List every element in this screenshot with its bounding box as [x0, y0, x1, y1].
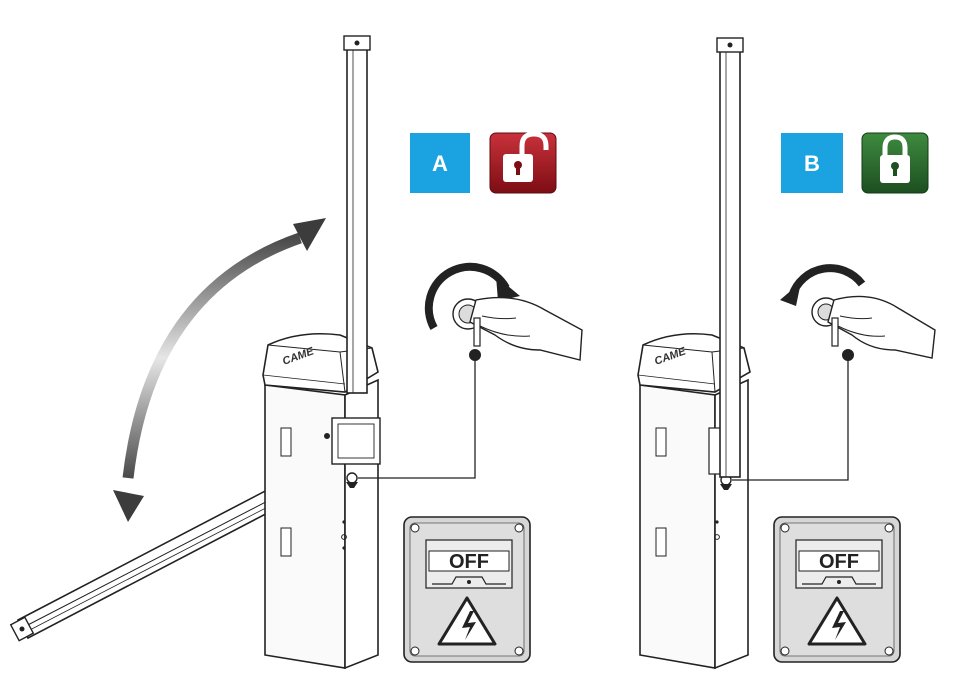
panel-b: CAME	[637, 37, 936, 670]
electrical-hazard-icon	[807, 596, 867, 646]
panel-a: CAME	[9, 35, 583, 670]
key-turn-detail	[780, 264, 936, 359]
release-lock	[346, 472, 358, 488]
barrier-cabinet: CAME	[262, 332, 381, 670]
label-badge-b: B	[781, 133, 843, 193]
label-badge-bg	[410, 133, 470, 193]
switch-off-label: OFF	[449, 551, 489, 573]
callout-line	[358, 355, 476, 479]
label-badge-text: B	[804, 151, 820, 176]
label-badge-text: A	[432, 151, 448, 176]
power-switch-box: OFF	[773, 516, 901, 663]
label-badge-bg	[781, 133, 843, 193]
barrier-cabinet: CAME	[637, 332, 751, 670]
callout-line	[732, 355, 849, 481]
power-switch-box: OFF	[403, 516, 531, 663]
raised-boom	[716, 37, 744, 478]
closed-padlock-icon	[861, 132, 929, 194]
callout-dot	[842, 349, 854, 361]
open-padlock-icon	[489, 131, 557, 194]
label-badge-a: A	[410, 133, 470, 193]
raised-boom	[343, 35, 371, 394]
swing-arrow	[113, 218, 326, 522]
key-turn-detail	[424, 262, 583, 361]
switch-off-label: OFF	[819, 551, 859, 573]
callout-dot	[469, 349, 481, 361]
electrical-hazard-icon	[437, 596, 497, 646]
